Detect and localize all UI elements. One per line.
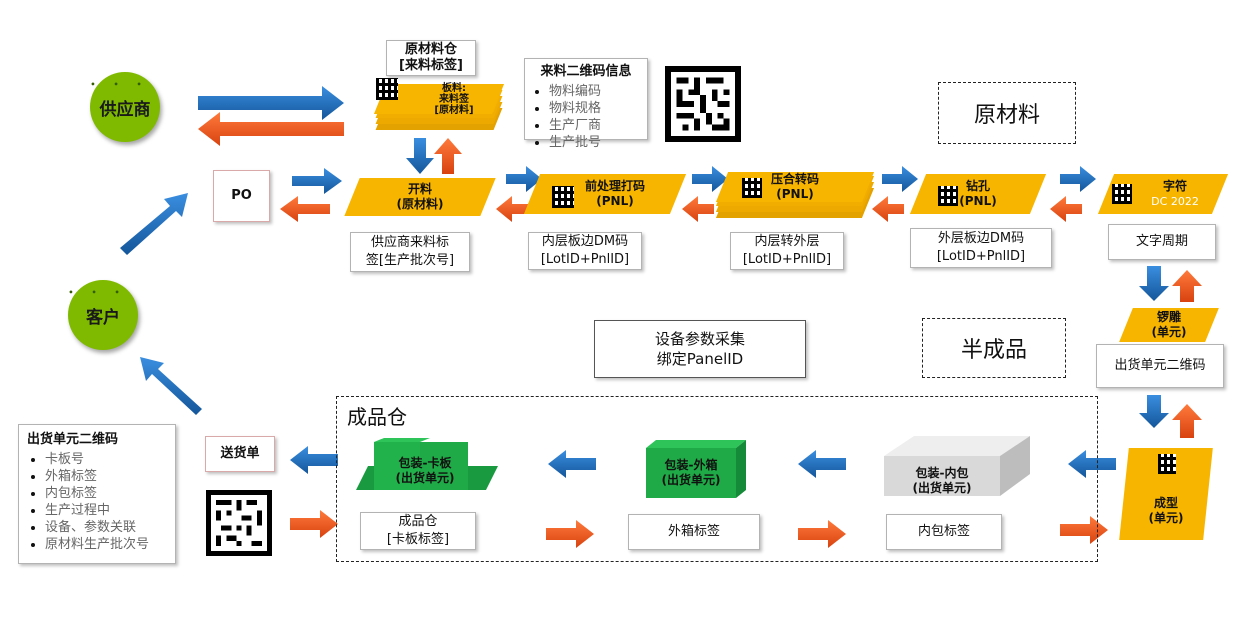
incoming-qr-list: 物料编码 物料规格 生产厂商 生产批号 <box>531 83 601 151</box>
ship-qr-item: 卡板号 <box>45 451 149 468</box>
caption-ship-unit-qr: 出货单元二维码 <box>1096 344 1224 388</box>
drilling-qr-icon <box>938 186 958 206</box>
ship-qr-info: 出货单元二维码 卡板号 外箱标签 内包标签 生产过程中 设备、参数关联 原材料生… <box>18 424 176 564</box>
ship-qr-item: 内包标签 <box>45 485 149 502</box>
finished-warehouse-area: 成品仓 <box>336 396 1098 562</box>
delivery-qr-code-icon <box>206 490 272 556</box>
arrow-warehouse-to-supplier <box>198 112 344 146</box>
arrow-cutting-to-po <box>280 196 330 222</box>
incoming-qr-code-icon <box>665 66 741 142</box>
arrow-inner-to-carton <box>798 450 846 478</box>
arrow-drilling-to-legend <box>1060 166 1096 192</box>
arrow-po-to-supplier <box>120 193 188 255</box>
board-label-1: 板料: <box>442 82 466 94</box>
incoming-qr-title: 来料二维码信息 <box>540 64 632 79</box>
pallet-package-label: 包装-卡板(出货单元) <box>395 456 455 485</box>
supplier-node: ••• 供应商 <box>90 72 160 142</box>
raw-board-stack: 板料: 来料签 [原材料] <box>373 78 505 134</box>
ship-qr-list: 卡板号 外箱标签 内包标签 生产过程中 设备、参数关联 原材料生产批次号 <box>27 451 149 553</box>
caption-outer-dm: 外层板边DM码[LotID+PnlID] <box>910 228 1052 268</box>
step-drilling: 钻孔(PNL) <box>909 174 1047 214</box>
arrow-carton-label-to-inner-label <box>798 520 846 548</box>
arrow-carton-to-pallet <box>548 450 596 478</box>
step-routing: 锣雕(单元) <box>1119 308 1219 342</box>
incoming-qr-item: 物料规格 <box>549 100 601 117</box>
arrow-lamination-to-pretreat <box>682 196 714 222</box>
caption-pallet-label: 成品仓[卡板标签] <box>360 512 476 550</box>
delivery-note: 送货单 <box>205 436 275 472</box>
caption-inner-to-outer: 内层转外层[LotID+PnlID] <box>730 232 844 270</box>
arrow-legend-to-drilling <box>1050 196 1082 222</box>
legend-qr-icon <box>1112 184 1132 204</box>
inner-package-icon <box>884 436 1030 496</box>
arrow-legend-down <box>1139 266 1169 301</box>
arrow-routing-up <box>1172 270 1202 302</box>
pallet-package-icon <box>356 438 498 490</box>
arrow-lamination-to-drilling <box>882 166 918 192</box>
ship-qr-title: 出货单元二维码 <box>27 432 119 447</box>
arrow-warehouse-down <box>406 138 434 174</box>
caption-supplier-label: 供应商来料标签[生产批次号] <box>350 232 470 272</box>
finished-warehouse-title: 成品仓 <box>347 405 407 429</box>
ship-qr-item: 设备、参数关联 <box>45 519 149 536</box>
raw-warehouse-subtitle: [来料标签] <box>399 58 463 73</box>
arrow-forming-to-inner <box>1068 450 1116 478</box>
step-pretreat: 前处理打码(PNL) <box>523 174 687 214</box>
arrow-supplier-to-warehouse <box>198 86 344 120</box>
arrow-delivery-to-pallet <box>290 510 338 538</box>
step-cutting: 开料(原材料) <box>344 178 496 216</box>
ship-qr-item: 生产过程中 <box>45 502 149 519</box>
ship-qr-item: 外箱标签 <box>45 468 149 485</box>
supplier-label: 供应商 <box>99 99 151 120</box>
pretreat-qr-icon <box>552 186 574 208</box>
inner-package-label: 包装-内包(出货单元) <box>912 466 972 495</box>
arrow-routing-down <box>1139 395 1169 428</box>
board-label-3: [原材料] <box>434 104 474 116</box>
board-qr-icon <box>376 78 398 100</box>
arrow-drilling-to-lamination <box>872 196 904 222</box>
caption-inner-dm: 内层板边DM码[LotID+PnlID] <box>528 232 642 270</box>
incoming-qr-item: 生产厂商 <box>549 117 601 134</box>
arrow-cutting-to-pretreat <box>506 166 542 192</box>
carton-package-label: 包装-外箱(出货单元) <box>661 458 721 487</box>
po-document: PO <box>213 170 270 222</box>
po-label: PO <box>231 188 252 203</box>
ship-qr-item: 原材料生产批次号 <box>45 536 149 553</box>
carton-package-icon <box>646 440 746 498</box>
incoming-qr-item: 生产批号 <box>549 134 601 151</box>
caption-inner-label: 内包标签 <box>886 514 1002 550</box>
arrow-forming-up <box>1172 404 1202 438</box>
forming-qr-icon <box>1158 454 1176 474</box>
arrow-pretreat-to-cutting <box>496 196 528 222</box>
arrow-pallet-to-delivery <box>290 446 338 474</box>
step-lamination: 压合转码(PNL) <box>715 172 875 222</box>
incoming-qr-item: 物料编码 <box>549 83 601 100</box>
caption-carton-label: 外箱标签 <box>628 514 760 550</box>
raw-warehouse-tag: 原材料仓 [来料标签] <box>386 40 476 76</box>
caption-date-code: 文字周期 <box>1108 224 1216 260</box>
raw-warehouse-title: 原材料仓 <box>404 42 457 57</box>
step-forming: 成型(单元) <box>1119 448 1213 540</box>
customer-node: ••• 客户 <box>68 280 138 350</box>
arrow-inner-label-to-forming <box>1060 516 1108 544</box>
customer-label: 客户 <box>86 307 120 328</box>
arrow-delivery-to-customer <box>140 357 202 415</box>
arrow-warehouse-up <box>434 138 462 174</box>
board-label-2: 来料签 <box>439 93 469 105</box>
equipment-binding-box: 设备参数采集绑定PanelID <box>594 320 806 378</box>
incoming-qr-info: 来料二维码信息 物料编码 物料规格 生产厂商 生产批号 <box>524 58 648 150</box>
arrow-pretreat-to-lamination <box>692 166 728 192</box>
raw-material-section-label: 原材料 <box>938 82 1076 144</box>
arrow-pallet-label-to-carton-label <box>546 520 594 548</box>
arrow-po-to-cutting <box>292 168 342 194</box>
semi-finished-section-label: 半成品 <box>922 318 1066 378</box>
lamination-qr-icon <box>742 178 762 198</box>
